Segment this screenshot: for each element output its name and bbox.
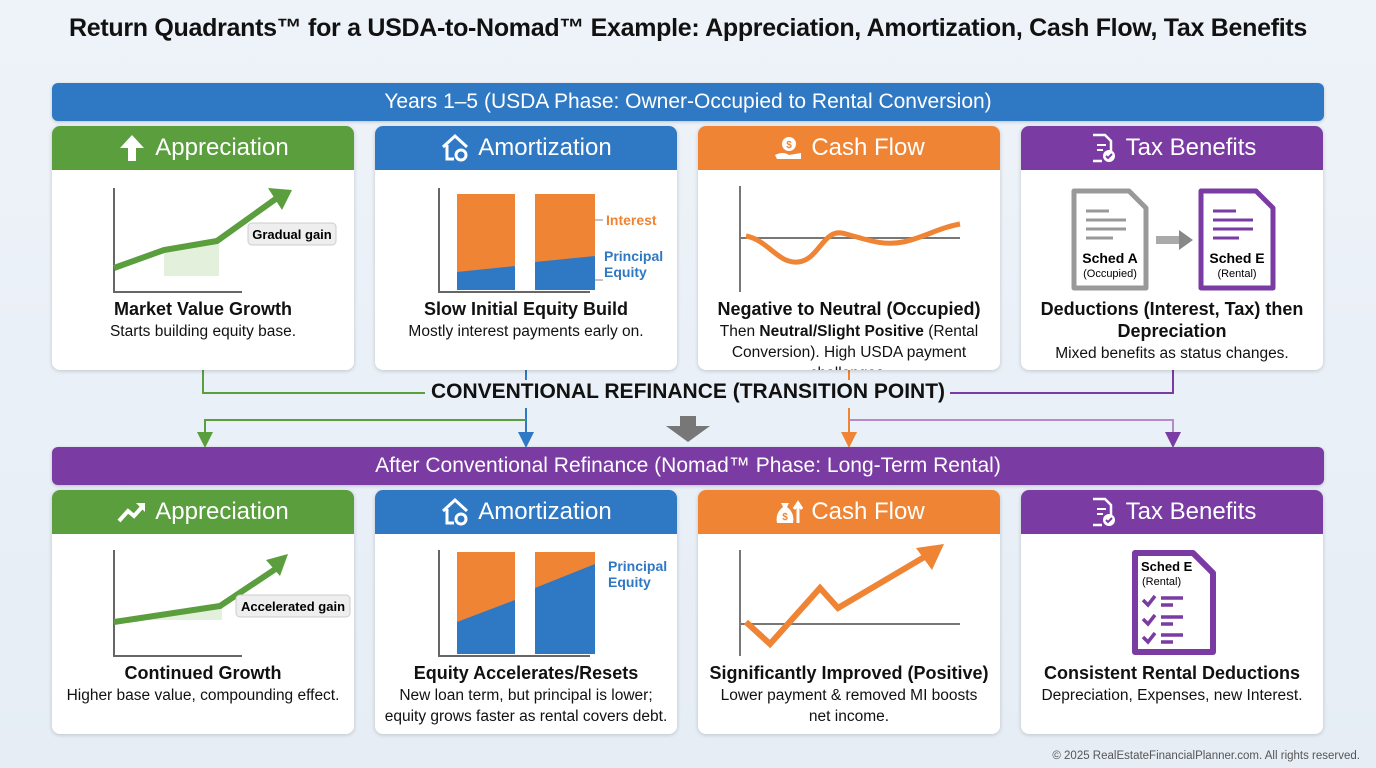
card-title: Slow Initial Equity Build bbox=[423, 299, 628, 319]
doc-e-sub: (Rental) bbox=[1142, 576, 1181, 588]
legend-interest: Interest bbox=[606, 212, 657, 228]
doc-a-sub: (Occupied) bbox=[1083, 268, 1137, 280]
card-amortization-phase2: Amortization Principal Equity Equity Acc… bbox=[375, 490, 677, 734]
card-tax-phase2: Tax Benefits Sched E (Rental) Consistent… bbox=[1021, 490, 1323, 734]
legend-principal: Principal Equity bbox=[604, 248, 664, 280]
card-header: Amortization bbox=[478, 134, 612, 161]
money-bag-up-icon: $ bbox=[776, 500, 804, 523]
money-hand-icon: $ bbox=[775, 137, 802, 159]
phase2-banner: After Conventional Refinance (Nomad™ Pha… bbox=[52, 447, 1324, 485]
trend-up-icon bbox=[117, 503, 146, 523]
doc-e-label: Sched E bbox=[1141, 559, 1193, 574]
down-arrow-icon bbox=[666, 416, 710, 442]
card-header: Cash Flow bbox=[811, 498, 925, 525]
card-header: Tax Benefits bbox=[1125, 498, 1257, 525]
card-header: Appreciation bbox=[155, 498, 289, 525]
page-title: Return Quadrants™ for a USDA-to-Nomad™ E… bbox=[68, 14, 1308, 42]
appreciation-chart: Gradual gain bbox=[112, 188, 337, 293]
document-check-icon bbox=[1092, 497, 1115, 527]
schedule-checklist-illustration: Sched E (Rental) bbox=[1132, 550, 1216, 655]
card-desc: Higher base value, compounding effect. bbox=[66, 687, 340, 704]
doc-e-sub: (Rental) bbox=[1217, 268, 1256, 280]
schedule-docs-illustration: Sched A (Occupied) Sched E (Rental) bbox=[1071, 188, 1276, 291]
card-desc: Starts building equity base. bbox=[109, 323, 297, 340]
legend-principal: Principal Equity bbox=[608, 558, 668, 590]
transition-label: CONVENTIONAL REFINANCE (TRANSITION POINT… bbox=[430, 380, 946, 403]
phase1-banner: Years 1–5 (USDA Phase: Owner-Occupied to… bbox=[52, 83, 1324, 121]
cashflow-chart bbox=[739, 186, 961, 292]
card-header: Cash Flow bbox=[811, 134, 925, 161]
card-desc: Lower payment & removed MI boosts net in… bbox=[720, 687, 978, 725]
card-desc: Then Neutral/Slight Positive (Rental Con… bbox=[702, 321, 996, 370]
desc-text: (Rental Conversion). High USDA payment c… bbox=[731, 323, 979, 370]
card-desc: Mixed benefits as status changes. bbox=[1055, 345, 1289, 362]
amortization-chart: Interest Principal Equity bbox=[438, 188, 664, 293]
svg-text:$: $ bbox=[783, 512, 789, 523]
card-header: Tax Benefits bbox=[1125, 134, 1257, 161]
card-title: Deductions (Interest, Tax) then Deprecia… bbox=[1040, 299, 1304, 341]
card-title: Continued Growth bbox=[124, 663, 282, 683]
card-header: Appreciation bbox=[155, 134, 289, 161]
card-appreciation-phase1: Appreciation Gradual gain Market Value G… bbox=[52, 126, 354, 370]
card-title: Market Value Growth bbox=[113, 299, 293, 319]
arrow-right-icon bbox=[1179, 230, 1193, 250]
desc-bold: Neutral/Slight Positive bbox=[759, 323, 924, 340]
doc-a-label: Sched A bbox=[1082, 250, 1138, 266]
card-desc: Depreciation, Expenses, new Interest. bbox=[1041, 687, 1303, 704]
amortization-chart: Principal Equity bbox=[438, 550, 668, 657]
house-gear-icon bbox=[442, 133, 469, 162]
appreciation-chart: Accelerated gain bbox=[113, 550, 351, 657]
svg-text:$: $ bbox=[787, 140, 793, 151]
card-tax-phase1: Tax Benefits Sched A (Occupied) Sched E … bbox=[1021, 126, 1323, 370]
document-check-icon bbox=[1092, 133, 1115, 163]
card-title: Significantly Improved (Positive) bbox=[709, 663, 989, 683]
card-appreciation-phase2: Appreciation Accelerated gain Continued … bbox=[52, 490, 354, 734]
card-title: Consistent Rental Deductions bbox=[1043, 663, 1301, 683]
card-cashflow-phase1: $ Cash Flow Negative to Neutral (Occupied… bbox=[698, 126, 1000, 370]
arrow-up-icon bbox=[120, 135, 145, 161]
copyright-footer: © 2025 RealEstateFinancialPlanner.com. A… bbox=[1052, 750, 1360, 762]
card-title: Equity Accelerates/Resets bbox=[413, 663, 639, 683]
doc-e-label: Sched E bbox=[1209, 250, 1264, 266]
card-cashflow-phase2: $ Cash Flow Significantly Improved (Posit… bbox=[698, 490, 1000, 734]
card-title: Negative to Neutral (Occupied) bbox=[717, 299, 981, 319]
card-desc: New loan term, but principal is lower; e… bbox=[384, 687, 668, 725]
house-gear-icon bbox=[442, 497, 469, 526]
desc-text: Then bbox=[719, 323, 760, 340]
chart-label: Gradual gain bbox=[252, 227, 332, 242]
card-header: Amortization bbox=[478, 498, 612, 525]
cashflow-chart bbox=[739, 544, 960, 656]
chart-label: Accelerated gain bbox=[241, 599, 345, 614]
card-desc: Mostly interest payments early on. bbox=[408, 323, 644, 340]
card-amortization-phase1: Amortization Interest Principal Equity S… bbox=[375, 126, 677, 370]
